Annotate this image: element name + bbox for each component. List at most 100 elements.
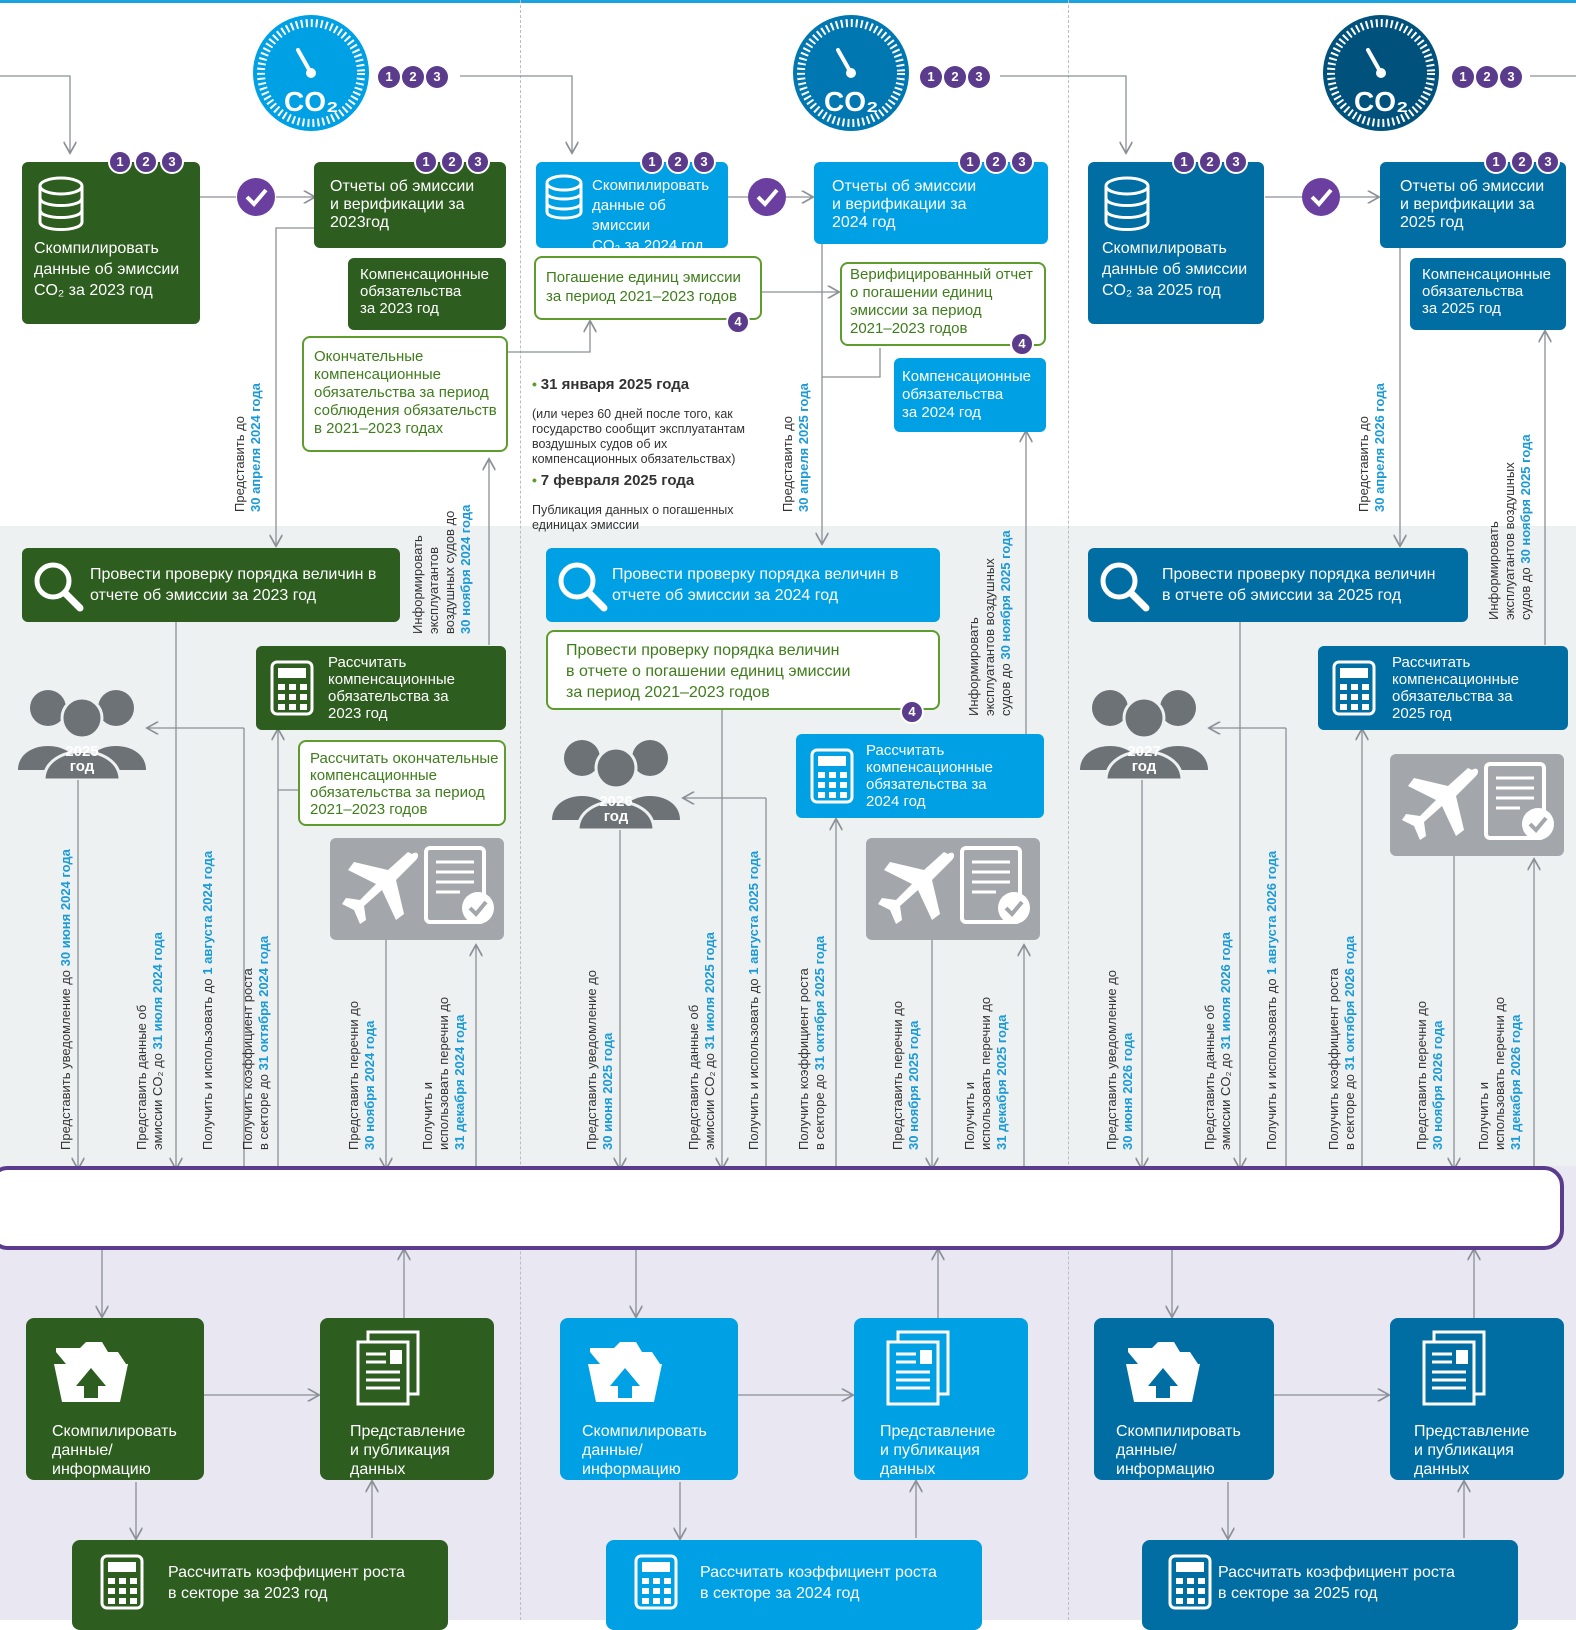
year-2027-label: 2027 год bbox=[1127, 743, 1161, 775]
badge-1: 1 bbox=[920, 66, 942, 88]
bottom-growth-2025-label: Рассчитать коэффициент роста в секторе з… bbox=[1218, 1564, 1455, 1602]
calc-offset-2023-label: Рассчитать компенсационные обязательства… bbox=[328, 654, 455, 722]
reports-2025-box: Отчеты об эмиссии и верификации за 2025 … bbox=[1380, 162, 1566, 248]
deadline-highlight: 30 ноября 2024 года bbox=[362, 1020, 377, 1150]
text-line: воздушных судов до bbox=[442, 510, 457, 634]
note-jan-title: • 31 января 2025 года bbox=[532, 376, 690, 393]
magnifier-icon bbox=[34, 562, 84, 612]
bottom-publish-2024-box: Представление и публикация данных bbox=[854, 1318, 1028, 1480]
database-icon bbox=[38, 176, 84, 231]
check-magnitude-2024-label: Провести проверку порядка величин в отче… bbox=[612, 566, 899, 604]
bottom-compile-2024-label: Скомпилировать данные/ информацию bbox=[582, 1423, 707, 1478]
note-feb-date: 7 февраля 2025 года bbox=[540, 472, 695, 489]
people-group-icon: 2025 год bbox=[14, 680, 150, 782]
text-line: Представить данные об bbox=[686, 1004, 701, 1150]
text-line: Получить и bbox=[1476, 1081, 1491, 1150]
bottom-publish-2025-label: Представление и публикация данных bbox=[1414, 1423, 1530, 1478]
bottom-publish-2025-box: Представление и публикация данных bbox=[1390, 1318, 1564, 1480]
use-deadline-2024: Получить и использовать до 1 августа 202… bbox=[746, 851, 762, 1150]
badge-3: 3 bbox=[692, 150, 716, 174]
note-feb-title: • 7 февраля 2025 года bbox=[532, 472, 695, 489]
text-line: Представить до bbox=[780, 416, 795, 512]
bottom-growth-2025-box: Рассчитать коэффициент роста в секторе з… bbox=[1142, 1540, 1518, 1630]
text-line: судов до bbox=[998, 659, 1013, 716]
year-2026-label: 2026 год bbox=[599, 793, 633, 825]
badge-1: 1 bbox=[1484, 150, 1508, 174]
text-line: в секторе до bbox=[256, 1070, 271, 1150]
bottom-growth-2024-box: Рассчитать коэффициент роста в секторе з… bbox=[606, 1540, 982, 1630]
deadline-highlight: 30 ноября 2025 года bbox=[906, 1020, 921, 1150]
documents-icon bbox=[356, 1330, 420, 1406]
plane-document-tile bbox=[330, 838, 504, 940]
offset-2024-box: Компенсационные обязательства за 2024 го… bbox=[894, 358, 1046, 432]
text-line: использовать перечни до bbox=[978, 996, 993, 1150]
deadline-highlight: 31 июля 2025 года bbox=[702, 932, 717, 1050]
badge-4: 4 bbox=[900, 700, 924, 724]
text-line: Представить данные об bbox=[1202, 1004, 1217, 1150]
co2-label: CO₂ bbox=[284, 86, 339, 117]
deadline-highlight: 30 ноября 2024 года bbox=[458, 504, 473, 634]
reports-2024-box: Отчеты об эмиссии и верификации за 2024 … bbox=[814, 162, 1048, 244]
text-line: Получить коэффициент роста bbox=[240, 968, 255, 1150]
text-line: Представить перечни до bbox=[1414, 1000, 1429, 1150]
bottom-publish-2023-box: Представление и публикация данных bbox=[320, 1318, 494, 1480]
badge-2: 2 bbox=[944, 66, 966, 88]
deadline-highlight: 31 октября 2025 года bbox=[812, 935, 827, 1071]
badge-1: 1 bbox=[378, 66, 400, 88]
bottom-publish-2024-label: Представление и публикация данных bbox=[880, 1423, 996, 1478]
co2-gauge-icon: CO₂ bbox=[252, 14, 370, 132]
magnifier-icon bbox=[558, 562, 608, 612]
compile-emissions-2023-label: Скомпилировать данные об эмиссии CO₂ за … bbox=[34, 240, 180, 299]
check-cancel-report-box: Провести проверку порядка величин в отче… bbox=[546, 630, 940, 710]
database-icon bbox=[1104, 176, 1150, 231]
text-line: Получить и использовать до bbox=[200, 974, 215, 1150]
bottom-publish-2023-label: Представление и публикация данных bbox=[350, 1423, 466, 1478]
text-line: использовать перечни до bbox=[436, 996, 451, 1150]
text-line: эмиссии CO₂ до bbox=[1218, 1049, 1233, 1150]
registry-bar bbox=[0, 1166, 1564, 1250]
calc-offset-2024-label: Рассчитать компенсационные обязательства… bbox=[866, 742, 993, 810]
column-divider bbox=[520, 0, 521, 1620]
magnifier-icon bbox=[1100, 562, 1150, 612]
badge-2: 2 bbox=[440, 150, 464, 174]
deadline-highlight: 31 декабря 2024 года bbox=[452, 1014, 467, 1150]
badge-3: 3 bbox=[1224, 150, 1248, 174]
compile-emissions-2024-box: Скомпилировать данные об эмиссии CO₂ за … bbox=[536, 162, 728, 254]
badge-4: 4 bbox=[1010, 332, 1034, 356]
co2-label: CO₂ bbox=[824, 86, 879, 117]
verified-report-box: Верифицированный отчет о погашении едини… bbox=[840, 262, 1046, 346]
badge-3: 3 bbox=[1500, 66, 1522, 88]
deadline-note-jan: • 31 января 2025 года (или через 60 дней… bbox=[532, 362, 788, 482]
badge-4: 4 bbox=[726, 310, 750, 334]
calc-offset-2025-box: Рассчитать компенсационные обязательства… bbox=[1318, 646, 1568, 730]
text-line: Представить перечни до bbox=[890, 1000, 905, 1150]
deadline-highlight: 1 августа 2026 года bbox=[1264, 850, 1279, 975]
text-line: эмиссии CO₂ до bbox=[702, 1049, 717, 1150]
co2-gauge-icon: CO₂ bbox=[1322, 14, 1440, 132]
co2-label: CO₂ bbox=[1354, 86, 1409, 117]
airplane-icon bbox=[1402, 768, 1479, 840]
bottom-compile-2024-box: Скомпилировать данные/ информацию bbox=[560, 1318, 738, 1480]
badge-3: 3 bbox=[1536, 150, 1560, 174]
deadline-highlight: 1 августа 2025 года bbox=[746, 850, 761, 975]
text-line: судов до bbox=[1518, 563, 1533, 620]
calc-final-offset-label: Рассчитать окончательные компенсационные… bbox=[310, 750, 499, 818]
offset-2023-box: Компенсационные обязательства за 2023 го… bbox=[348, 258, 506, 330]
airplane-icon bbox=[342, 852, 419, 924]
deadline-highlight: 31 октября 2026 года bbox=[1342, 935, 1357, 1071]
plane-document-tile bbox=[866, 838, 1040, 940]
text-line: Получить коэффициент роста bbox=[1326, 968, 1341, 1150]
